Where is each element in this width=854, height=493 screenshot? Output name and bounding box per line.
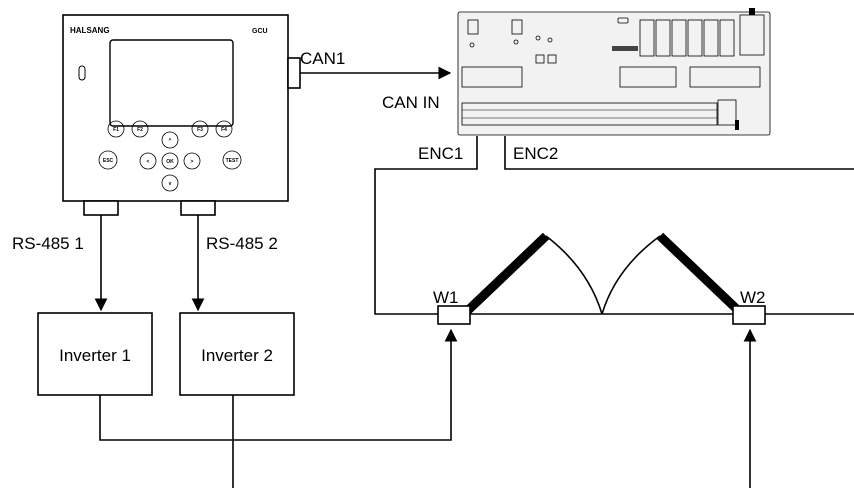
w1-arm <box>458 232 550 320</box>
test-label: TEST <box>226 158 239 164</box>
left-button[interactable] <box>139 152 157 170</box>
right-label: > <box>191 159 194 165</box>
up-label: ^ <box>169 138 172 144</box>
gcu-display <box>109 39 234 127</box>
f3-label: F3 <box>197 127 203 133</box>
rs485-1-label: RS-485 1 <box>12 234 84 253</box>
w1-motor <box>437 305 471 325</box>
inverter-2-label: Inverter 2 <box>201 346 273 365</box>
rs485-1-connector <box>83 200 119 216</box>
esc-button[interactable] <box>98 150 118 170</box>
f4-label: F4 <box>221 127 227 133</box>
ok-label: OK <box>166 159 174 165</box>
gate-arms <box>458 232 748 320</box>
w2-motor <box>732 305 766 325</box>
enc2-wire <box>504 136 854 170</box>
f2-button[interactable] <box>131 120 149 138</box>
esc-label: ESC <box>103 158 114 164</box>
inverter1-to-w1-wire <box>99 328 458 441</box>
f4-button[interactable] <box>215 120 233 138</box>
test-button[interactable] <box>222 150 242 170</box>
right-button[interactable] <box>183 152 201 170</box>
up-button[interactable] <box>161 131 179 149</box>
f3-button[interactable] <box>191 120 209 138</box>
enc1-wire <box>374 136 478 315</box>
gcu-controller: HALSANG GCU F1 F2 F3 F4 ^ ESC < OK > TES… <box>62 14 301 216</box>
w1-swing-arc <box>545 235 603 315</box>
gcu-brand: HALSANG <box>70 26 110 35</box>
enc1-label: ENC1 <box>418 144 463 163</box>
rs485-2-label: RS-485 2 <box>206 234 278 253</box>
board-pcb <box>457 11 771 136</box>
can1-label: CAN1 <box>300 49 345 68</box>
inverter-2-box <box>179 312 295 396</box>
inverter-1-box <box>37 312 153 396</box>
controller-board <box>457 8 771 136</box>
w2-arm <box>656 232 748 320</box>
f1-button[interactable] <box>107 120 125 138</box>
gcu-led-indicator <box>78 65 86 81</box>
w1-label: W1 <box>433 288 459 307</box>
can1-connector <box>287 57 301 89</box>
inverter-1-label: Inverter 1 <box>59 346 131 365</box>
enc2-label: ENC2 <box>513 144 558 163</box>
f2-label: F2 <box>137 127 143 133</box>
w2-swing-arc <box>601 235 661 315</box>
rs485-2-connector <box>180 200 216 216</box>
wires <box>94 66 854 488</box>
left-label: < <box>147 159 150 165</box>
down-button[interactable] <box>161 174 179 192</box>
ok-button[interactable] <box>161 152 179 170</box>
w2-label: W2 <box>740 288 766 307</box>
down-label: v <box>169 181 172 187</box>
board-components <box>461 8 765 130</box>
f1-label: F1 <box>113 127 119 133</box>
gcu-model: GCU <box>252 28 268 35</box>
can-in-label: CAN IN <box>382 93 440 112</box>
